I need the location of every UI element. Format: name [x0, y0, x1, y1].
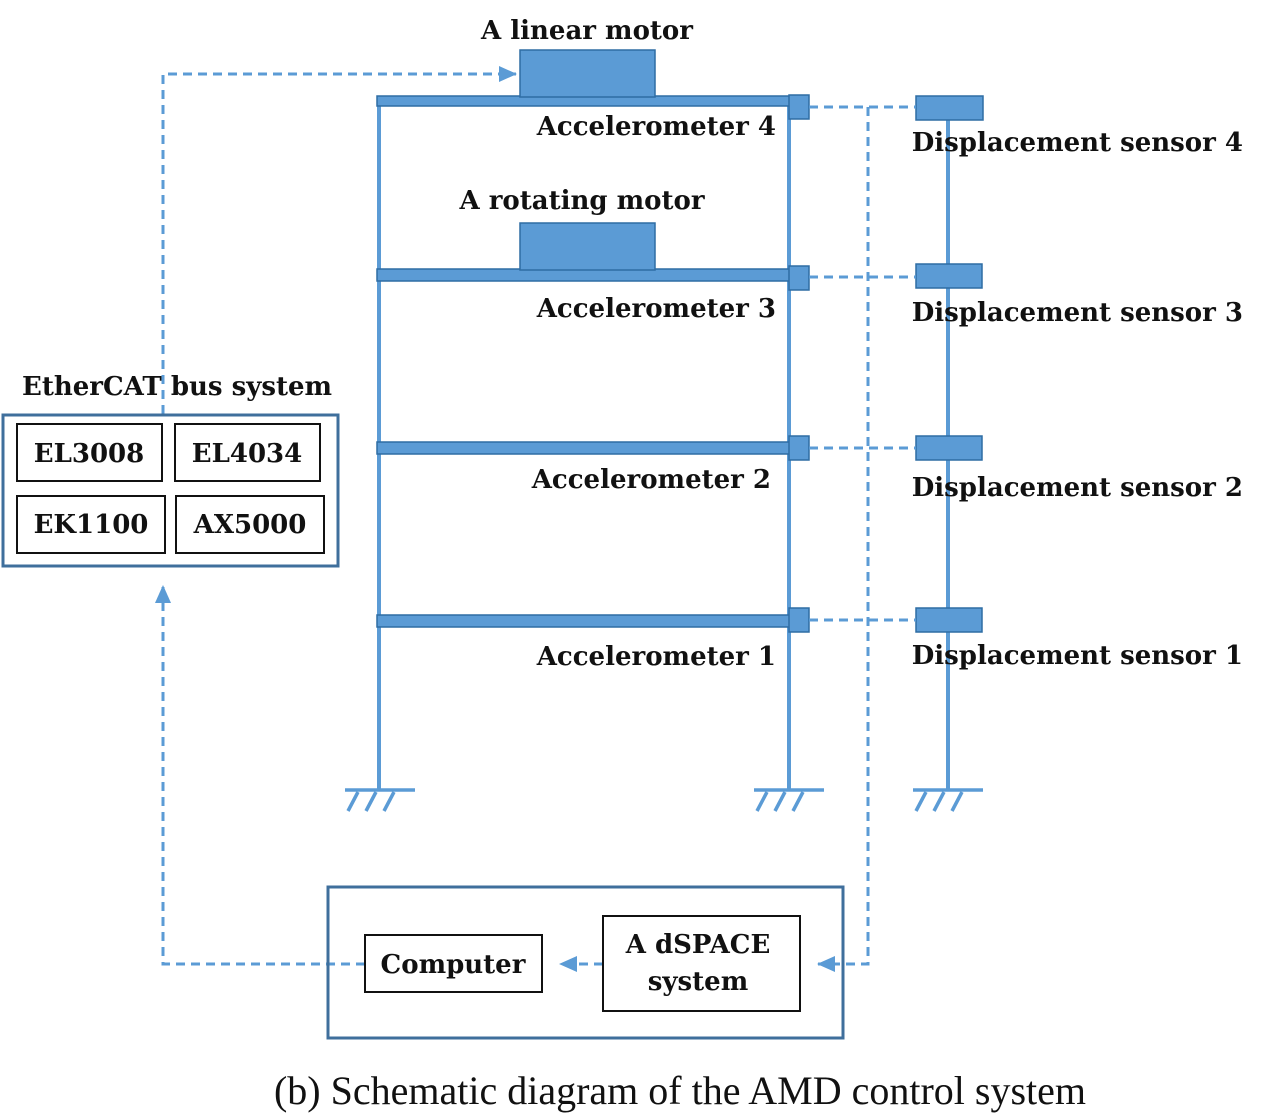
- dspace-label-line1: A dSPACE: [625, 930, 771, 960]
- module-el4034: EL4034: [192, 439, 302, 469]
- ethercat-title: EtherCAT bus system: [22, 372, 332, 402]
- module-ek1100: EK1100: [34, 510, 149, 540]
- displacement-sensor-2-block: [915, 435, 983, 461]
- ground-support-right: [913, 788, 983, 812]
- computer-to-ethercat: [155, 585, 365, 966]
- ethercat-to-linear-motor: [161, 66, 517, 414]
- ethercat-frame: [1, 413, 340, 568]
- ground-support-middle: [754, 788, 824, 812]
- displacement-sensor-2-label: Displacement sensor 2: [912, 473, 1243, 503]
- rotating-motor-block: [519, 222, 656, 271]
- building-frame: [345, 49, 984, 812]
- sensor-bus-to-dspace: [817, 107, 870, 972]
- floor-beam-3: [376, 268, 792, 282]
- control-unit: Computer A dSPACE system: [326, 885, 845, 1040]
- displacement-sensor-3-label: Displacement sensor 3: [912, 298, 1243, 328]
- floor-beam-2: [376, 441, 792, 455]
- ground-support-left: [345, 788, 415, 812]
- rotating-motor-label: A rotating motor: [458, 186, 704, 216]
- figure-caption: (b) Schematic diagram of the AMD control…: [274, 1068, 1086, 1113]
- displacement-sensor-4-label: Displacement sensor 4: [912, 128, 1243, 158]
- displacement-sensor-1-block: [915, 607, 983, 633]
- control-unit-frame: [326, 885, 845, 1040]
- module-box-el4034: [174, 423, 321, 482]
- dspace-label-line2: system: [648, 967, 748, 997]
- computer-label: Computer: [381, 950, 526, 980]
- module-ax5000: AX5000: [193, 510, 307, 540]
- linear-motor-label: A linear motor: [480, 16, 693, 46]
- module-box-ek1100: [16, 495, 166, 554]
- floor-beam-1: [376, 614, 792, 628]
- dspace-box: [602, 915, 801, 1012]
- displacement-sensor-3-block: [915, 263, 983, 289]
- accelerometer-2-block: [788, 435, 810, 461]
- displacement-sensor-1-label: Displacement sensor 1: [912, 641, 1243, 671]
- module-box-ax5000: [175, 495, 325, 554]
- accelerometer-1-block: [788, 607, 810, 633]
- linear-motor-block: [519, 49, 656, 98]
- accelerometer-2-label: Accelerometer 2: [531, 465, 771, 495]
- ethercat-bus-system: EtherCAT bus system EL3008 EL4034 EK1100…: [1, 372, 340, 568]
- module-el3008: EL3008: [34, 439, 144, 469]
- accelerometer-4-block: [788, 94, 810, 120]
- accelerometer-1-label: Accelerometer 1: [536, 642, 776, 672]
- computer-box: [364, 934, 543, 993]
- accelerometer-3-block: [788, 265, 810, 291]
- accelerometer-3-label: Accelerometer 3: [536, 294, 776, 324]
- accelerometer-4-label: Accelerometer 4: [536, 112, 776, 142]
- displacement-sensor-4-block: [915, 95, 984, 121]
- module-box-el3008: [16, 423, 163, 482]
- signal-lines: [155, 66, 916, 972]
